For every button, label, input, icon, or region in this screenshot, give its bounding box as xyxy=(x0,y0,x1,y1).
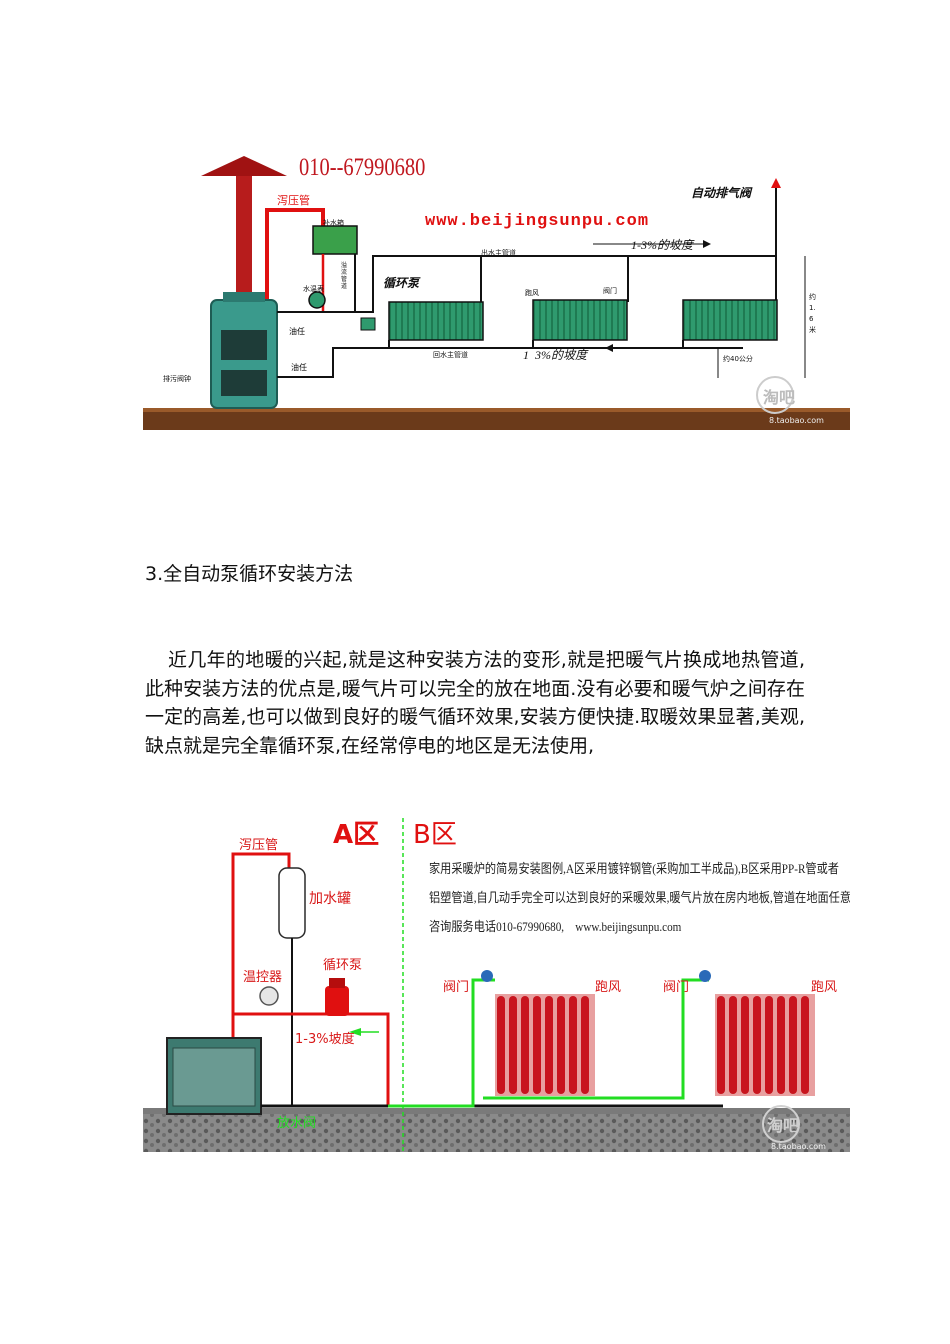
boiler-panel xyxy=(172,1047,256,1107)
radiator-1 xyxy=(388,301,484,341)
green-supply-2 xyxy=(593,978,709,1100)
chimney-arrow-icon xyxy=(201,156,287,176)
description-line-3: 咨询服务电话010-67990680, www.beijingsunpu.com xyxy=(429,919,682,934)
watermark-url: 8.taobao.com xyxy=(769,416,824,425)
label-slope-top: 1-3%的坡度 xyxy=(631,238,693,252)
label-slope: 1-3%坡度 xyxy=(295,1032,355,1047)
label-air-1: 跑风 xyxy=(595,980,622,995)
chimney xyxy=(236,174,252,304)
gravel-ground xyxy=(143,1112,850,1152)
radiator-1 xyxy=(495,994,595,1096)
section-paragraph: 近几年的地暖的兴起,就是这种安装方法的变形,就是把暖气片换成地热管道,此种安装方… xyxy=(145,649,805,757)
fill-tank xyxy=(278,867,306,939)
auto-vent-arrow-icon xyxy=(771,178,781,188)
pump-icon xyxy=(360,317,376,331)
relief-pipe xyxy=(231,852,291,1044)
diagram-2-svg xyxy=(143,818,850,1152)
relief-pipe xyxy=(265,208,325,302)
label-tank: 补水箱 xyxy=(323,219,344,227)
supply-pipe-red xyxy=(233,1012,390,1106)
label-overflow: 溢流管道 xyxy=(341,262,348,290)
ground-top-edge xyxy=(143,408,850,412)
pump-motor xyxy=(329,978,345,988)
website-url: www.beijingsunpu.com xyxy=(425,212,650,231)
thermostat-icon xyxy=(259,986,279,1006)
radiator-2 xyxy=(715,994,815,1096)
label-pump: 循环泵 xyxy=(323,958,363,973)
label-gauge: 水温表 xyxy=(303,285,324,293)
radiator-3 xyxy=(682,299,778,341)
label-drain: 放水阀 xyxy=(277,1116,317,1131)
watermark-text: 淘吧 xyxy=(767,1116,800,1135)
zone-b-label: B区 xyxy=(413,820,457,850)
slope-arrow-icon xyxy=(349,1028,361,1036)
valve-1-icon xyxy=(481,970,493,982)
label-gate: 阀门 xyxy=(603,287,617,295)
watermark-circle xyxy=(756,376,794,414)
temperature-gauge-icon xyxy=(308,291,326,309)
make-up-tank xyxy=(312,225,358,255)
label-air: 跑风 xyxy=(525,289,539,297)
boiler-door-lower xyxy=(221,370,267,396)
label-slope-bottom: 1 3%的坡度 xyxy=(523,348,587,362)
boiler-door-upper xyxy=(221,330,267,360)
pump-icon xyxy=(325,986,349,1016)
boiler-top xyxy=(223,292,265,302)
figure-boiler-gravity-diagram: 010--67990680 www.beijingsunpu.com 泻压管 自… xyxy=(143,152,850,430)
label-drain: 排污阀钟 xyxy=(163,375,191,383)
description-block: 家用采暖炉的简易安装图例,A区采用镀锌钢管(采购加工半成品),B区采用PP-R管… xyxy=(429,854,850,941)
supply-arrow-icon xyxy=(703,240,711,248)
label-valve-1: 阀门 xyxy=(443,980,470,995)
label-thermostat: 温控器 xyxy=(243,970,283,985)
ground-strip xyxy=(143,410,850,430)
phone-number: 010--67990680 xyxy=(299,154,426,181)
label-return-main: 回水主管道 xyxy=(433,351,468,359)
watermark-circle xyxy=(762,1105,800,1143)
supply-main-pipe xyxy=(277,184,777,313)
label-relief-pipe: 泻压管 xyxy=(239,838,279,853)
label-relief-pipe: 泻压管 xyxy=(277,194,310,207)
description-line-2: 铝塑管道,自几动手完全可以达到良好的采暖效果,暖气片放在房内地板,管道在地面任意… xyxy=(429,890,850,905)
section-heading: 3.全自动泵循环安装方法 xyxy=(145,563,354,585)
label-pump: 循环泵 xyxy=(383,276,420,290)
label-valve-2: 油任 xyxy=(291,363,307,372)
description-line-1: 家用采暖炉的简易安装图例,A区采用镀锌钢管(采购加工半成品),B区采用PP-R管… xyxy=(429,861,839,876)
label-air-2: 跑风 xyxy=(811,980,838,995)
ground-edge xyxy=(143,1108,850,1114)
figure-pump-circulation-diagram: A区 B区 家用采暖炉的简易安装图例,A区采用镀锌钢管(采购加工半成品),B区采… xyxy=(143,808,850,1152)
label-valve-2: 阀门 xyxy=(663,980,690,995)
return-main-pipe xyxy=(277,347,743,378)
label-height: 约 1.6 米 xyxy=(809,293,816,334)
radiator-2 xyxy=(532,299,628,341)
label-distance: 约40公分 xyxy=(723,355,753,363)
green-supply-1 xyxy=(388,978,495,1108)
label-valve-1: 油任 xyxy=(289,327,305,336)
watermark-text: 淘吧 xyxy=(763,388,796,407)
label-auto-vent: 自动排气阀 xyxy=(691,186,752,200)
watermark-url: 8.taobao.com xyxy=(771,1142,826,1151)
zone-a-label: A区 xyxy=(333,820,380,850)
diagram-1-svg xyxy=(143,156,850,430)
return-arrow-icon xyxy=(605,344,613,352)
label-supply-main: 出水主管道 xyxy=(481,249,516,257)
label-fill-tank: 加水罐 xyxy=(309,891,351,907)
valve-2-icon xyxy=(699,970,711,982)
